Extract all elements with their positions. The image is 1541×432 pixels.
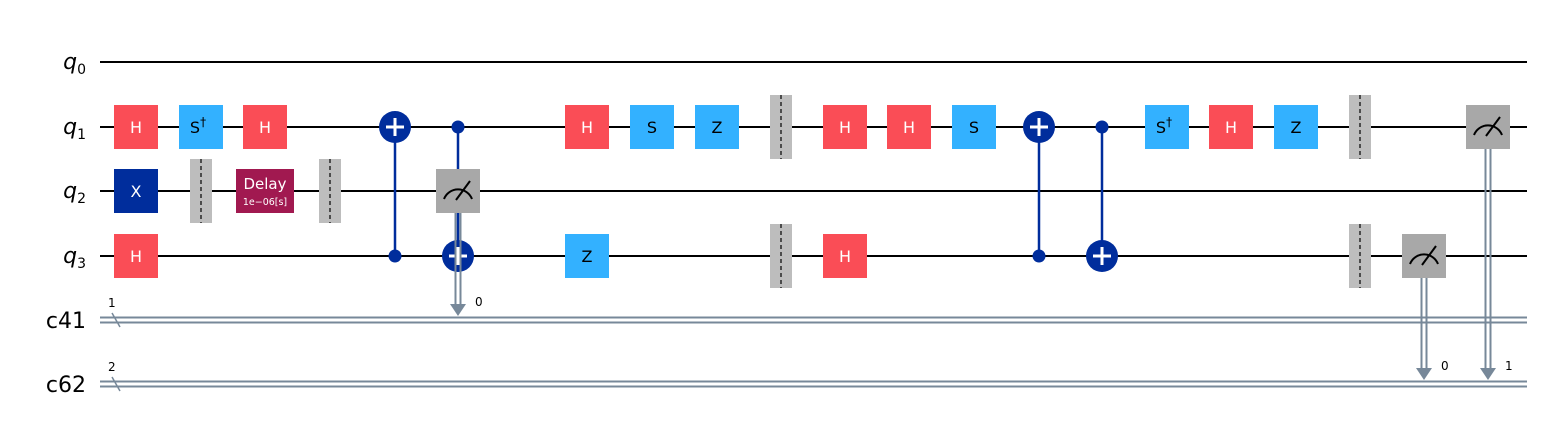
measure-gate (1466, 105, 1510, 149)
gate-z (1274, 105, 1318, 149)
classical-register-label: c62 (46, 373, 86, 398)
gate-label: H (581, 118, 593, 137)
gate-label-dagger: † (200, 115, 206, 129)
gate-h (114, 105, 158, 149)
measure-arrow (1416, 368, 1432, 380)
measure-arrow (450, 304, 466, 316)
delay-gate (236, 169, 294, 213)
register-labels-layer: q0 q1 q2 q3 1 c41 2 c62 (46, 50, 116, 398)
gate-x (114, 169, 158, 213)
qubit-label: q0 (63, 50, 86, 78)
gate-label-dagger: † (1166, 115, 1172, 129)
qubit-label: q3 (63, 244, 86, 272)
gate-s (952, 105, 996, 149)
qubit-label-subscript: 2 (77, 191, 86, 207)
measure-bit-index: 0 (475, 295, 483, 309)
gate-s (179, 105, 223, 149)
meter-needle (455, 180, 471, 201)
measure-gate (1402, 234, 1446, 278)
qubit-label-subscript: 1 (77, 127, 86, 143)
gate-h (823, 105, 867, 149)
qubit-label-subscript: 3 (77, 256, 86, 272)
gate-label: S (969, 118, 979, 137)
gate-h (823, 234, 867, 278)
classical-register-label: c41 (46, 309, 86, 334)
meter-arc (1409, 253, 1439, 265)
gate-z (695, 105, 739, 149)
gate-h (887, 105, 931, 149)
gate-label: X (131, 182, 142, 201)
measure-gate (436, 169, 480, 213)
control-dot (1095, 120, 1109, 134)
gate-h (243, 105, 287, 149)
gate-s (1145, 105, 1189, 149)
qubit-label: q1 (63, 115, 86, 143)
gate-s (630, 105, 674, 149)
gate-label: H (903, 118, 915, 137)
gate-z (565, 234, 609, 278)
meter-needle (1421, 245, 1437, 266)
gate-label: S (647, 118, 657, 137)
gate-label: H (130, 118, 142, 137)
gate-label: Z (712, 118, 723, 137)
gate-label: H (259, 118, 271, 137)
bundle-slash (111, 376, 121, 392)
measure-arrow (1480, 368, 1496, 380)
meter-arc (443, 188, 473, 200)
measure-bit-index: 1 (1505, 359, 1513, 373)
bundle-slash (111, 312, 121, 328)
measure-bit-index: 0 (1441, 359, 1449, 373)
gate-label: H (839, 118, 851, 137)
gate-h (114, 234, 158, 278)
qubit-label: q2 (63, 179, 86, 207)
qubit-label-subscript: 0 (77, 62, 86, 78)
gate-label: H (839, 247, 851, 266)
gate-label: Z (1291, 118, 1302, 137)
delay-gate-label: Delay (243, 175, 286, 193)
register-size-label: 1 (108, 296, 116, 310)
gate-h (1209, 105, 1253, 149)
control-dot (388, 249, 402, 263)
gate-label: Z (582, 247, 593, 266)
register-size-label: 2 (108, 360, 116, 374)
control-dot (451, 120, 465, 134)
gate-label: H (1225, 118, 1237, 137)
gate-h (565, 105, 609, 149)
meter-arc (1473, 124, 1503, 136)
control-dot (1032, 249, 1046, 263)
delay-gate-param: 1e−06[s] (243, 197, 287, 208)
gate-label: H (130, 247, 142, 266)
meter-needle (1485, 116, 1501, 137)
